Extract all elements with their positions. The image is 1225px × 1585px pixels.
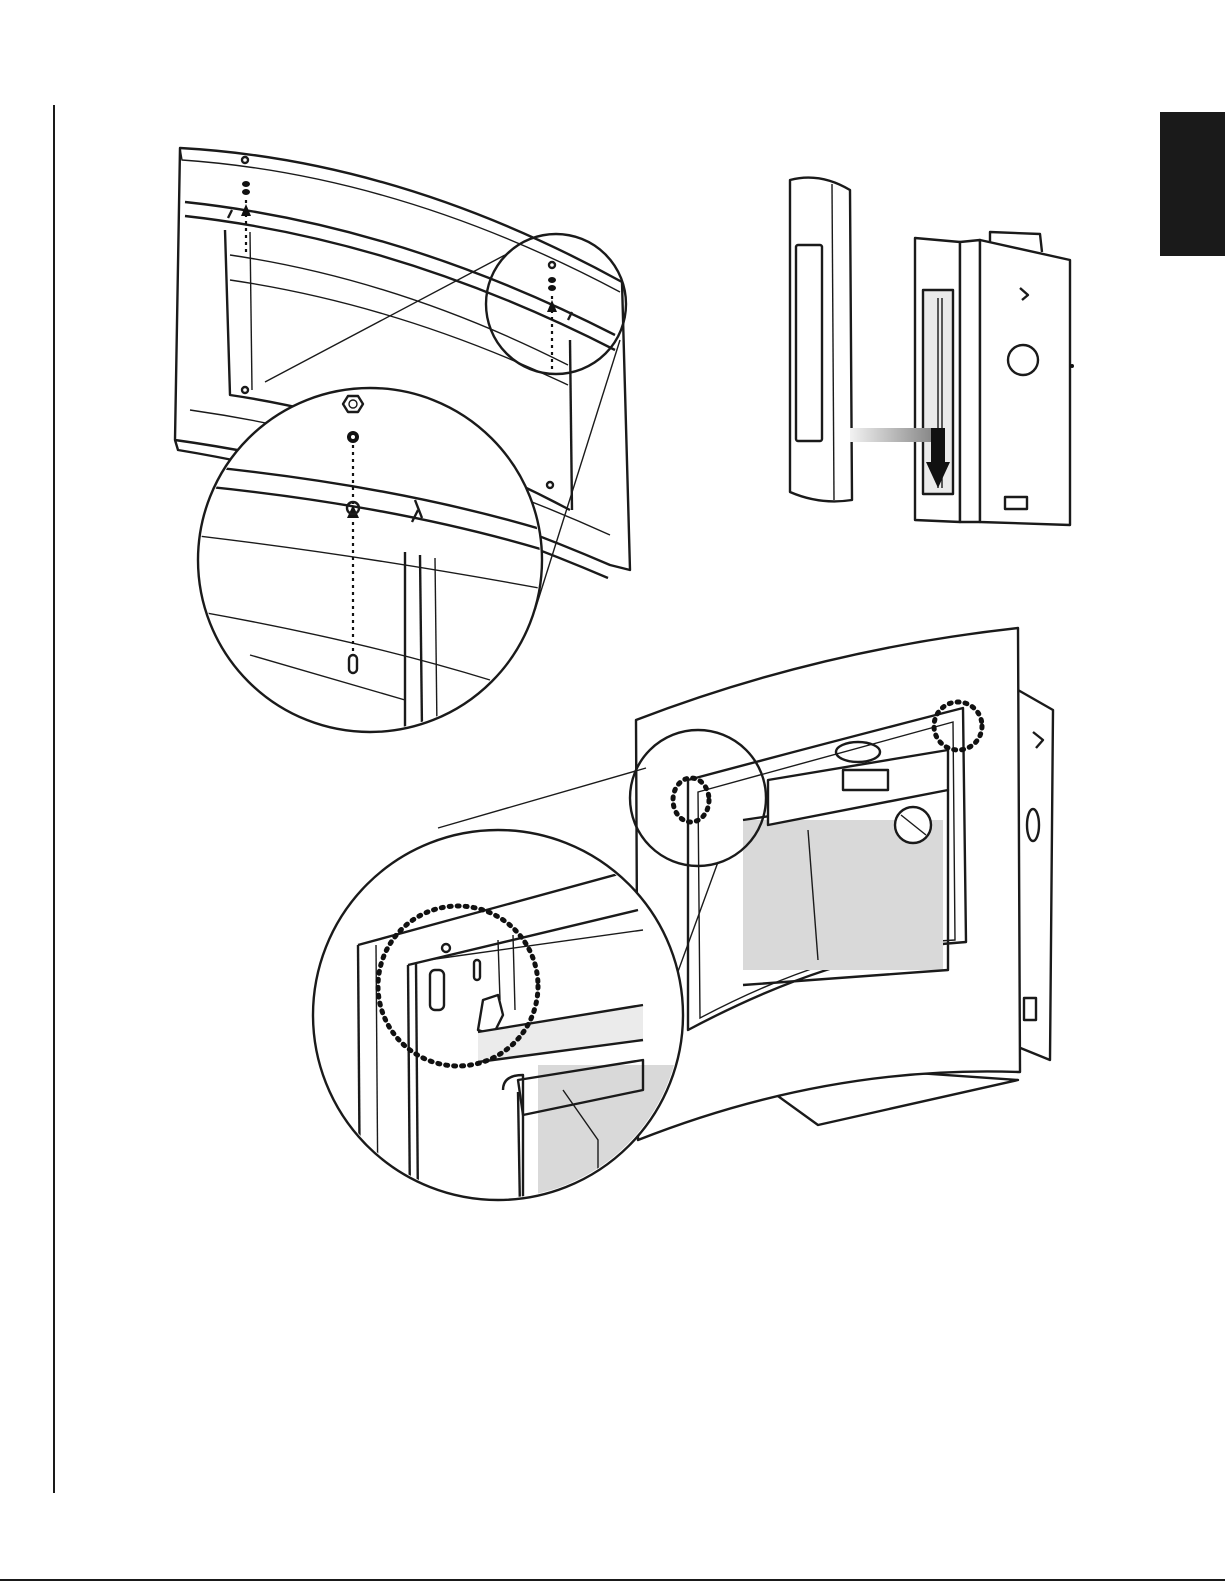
left-margin-rule xyxy=(53,105,55,1493)
nut-icon xyxy=(343,396,363,412)
bottom-rule xyxy=(0,1579,1225,1581)
section-tab xyxy=(1160,112,1225,256)
figure-frame-corner-detail xyxy=(298,620,1068,1210)
figure-side-trim-install xyxy=(780,170,1090,540)
